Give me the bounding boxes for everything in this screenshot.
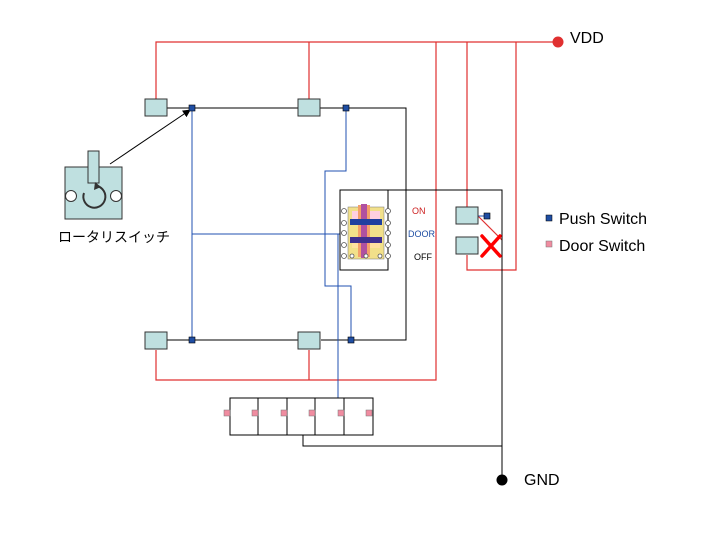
legend: Push Switch Door Switch xyxy=(545,211,647,255)
signal-wires xyxy=(191,108,487,398)
legend-label-push-switch: Push Switch xyxy=(559,211,647,228)
push-switch-contact xyxy=(455,206,479,225)
rotary-contact-bottom-right xyxy=(297,331,321,350)
slide-switch xyxy=(339,189,391,271)
legend-label-door-switch: Door Switch xyxy=(559,238,645,255)
slide-on-label: ON xyxy=(412,206,426,216)
gnd-terminal xyxy=(496,474,508,486)
rotary-switch-icon xyxy=(64,150,123,220)
legend-swatch-push-switch xyxy=(545,214,553,222)
gnd-label: GND xyxy=(524,472,560,489)
slide-off-label: OFF xyxy=(414,252,432,262)
rotary-contact-top-left xyxy=(144,98,168,117)
door-switch-contact xyxy=(455,236,479,255)
bottom-component-strip xyxy=(223,397,374,436)
disabled-x-mark xyxy=(480,234,502,258)
switch-components xyxy=(144,98,479,350)
rotary-contact-top-right xyxy=(297,98,321,117)
junctions xyxy=(188,104,491,344)
gnd-wires xyxy=(109,107,503,480)
vdd-terminal xyxy=(552,36,564,48)
rotary-switch-label: ロータリスイッチ xyxy=(58,229,170,245)
vdd-wires xyxy=(155,41,558,381)
vdd-label: VDD xyxy=(570,30,604,47)
slide-door-label: DOOR xyxy=(408,229,436,239)
rotary-contact-bottom-left xyxy=(144,331,168,350)
legend-swatch-door-switch xyxy=(545,240,553,248)
